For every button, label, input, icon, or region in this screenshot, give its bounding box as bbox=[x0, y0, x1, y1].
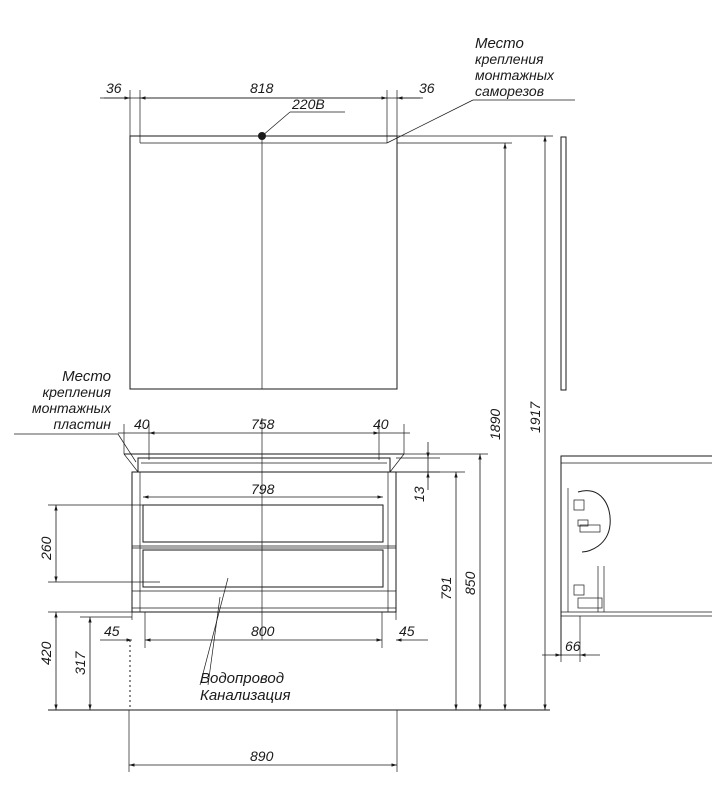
water-label: Водопровод bbox=[200, 670, 284, 687]
dim-cabinet-right: 40 bbox=[373, 416, 389, 432]
cabinet-mount-line-1: Место bbox=[62, 368, 111, 385]
cabinet-body bbox=[131, 471, 397, 613]
dim-height-1917: 1917 bbox=[527, 401, 543, 433]
right-height-dimensions: 791 850 1890 1917 bbox=[396, 135, 553, 710]
mirror-top-dimensions: 36 818 36 bbox=[100, 80, 435, 143]
cabinet-mount-callout: Место крепления монтажных пластин bbox=[14, 368, 137, 463]
cabinet-mount-line-2: крепления bbox=[42, 384, 111, 400]
dim-side-depth: 66 bbox=[565, 638, 581, 654]
dim-top-thickness: 13 bbox=[411, 486, 427, 502]
side-view: 66 bbox=[542, 136, 712, 662]
cabinet-top-dimensions: 40 758 40 bbox=[118, 416, 410, 460]
dim-bottom-span: 800 bbox=[251, 623, 275, 639]
dim-cabinet-left: 40 bbox=[134, 416, 150, 432]
mirror-mount-line-1: Место bbox=[475, 35, 524, 52]
mirror-mount-line-3: монтажных bbox=[475, 67, 555, 83]
cabinet bbox=[123, 418, 405, 640]
socket-callout: 220В bbox=[261, 96, 345, 137]
dim-height-850: 850 bbox=[462, 571, 478, 595]
drawer-width-dimension: 798 bbox=[143, 481, 383, 499]
bottom-dimensions: 45 800 45 bbox=[100, 612, 428, 648]
mirror bbox=[129, 132, 398, 390]
mirror-mount-line-4: саморезов bbox=[475, 83, 544, 99]
dim-pipe-height: 317 bbox=[72, 650, 88, 675]
drawer-profile bbox=[577, 490, 611, 553]
dim-drawer-width: 798 bbox=[251, 481, 275, 497]
dim-mirror-span: 818 bbox=[250, 80, 274, 96]
mirror-mount-callout: Место крепления монтажных саморезов bbox=[386, 35, 575, 144]
dim-cabinet-span: 758 bbox=[251, 416, 275, 432]
overall-width-dimension: 890 bbox=[128, 710, 398, 772]
dim-mirror-left: 36 bbox=[106, 80, 122, 96]
cabinet-mount-line-3: монтажных bbox=[32, 400, 112, 416]
drawer-upper bbox=[142, 504, 384, 543]
side-mirror bbox=[560, 136, 567, 391]
drawer-lower bbox=[142, 549, 384, 588]
mirror-outline bbox=[129, 135, 398, 390]
dim-drawer-height: 260 bbox=[38, 536, 54, 561]
mirror-mount-line-2: крепления bbox=[475, 51, 544, 67]
cabinet-mount-line-4: пластин bbox=[53, 416, 111, 432]
socket-label: 220В bbox=[291, 96, 325, 112]
dim-overall-width: 890 bbox=[250, 748, 274, 764]
dim-mirror-right: 36 bbox=[419, 80, 435, 96]
left-height-dimensions: 260 420 317 bbox=[38, 504, 160, 710]
dim-bottom-height: 420 bbox=[38, 641, 54, 665]
dim-bottom-right: 45 bbox=[399, 623, 415, 639]
drain-label: Канализация bbox=[200, 687, 291, 704]
dim-height-1890: 1890 bbox=[487, 409, 503, 440]
water-drain-callout: Водопровод Канализация bbox=[199, 577, 291, 704]
dim-height-791: 791 bbox=[438, 577, 454, 600]
countertop bbox=[137, 457, 391, 473]
dim-bottom-left: 45 bbox=[104, 623, 120, 639]
